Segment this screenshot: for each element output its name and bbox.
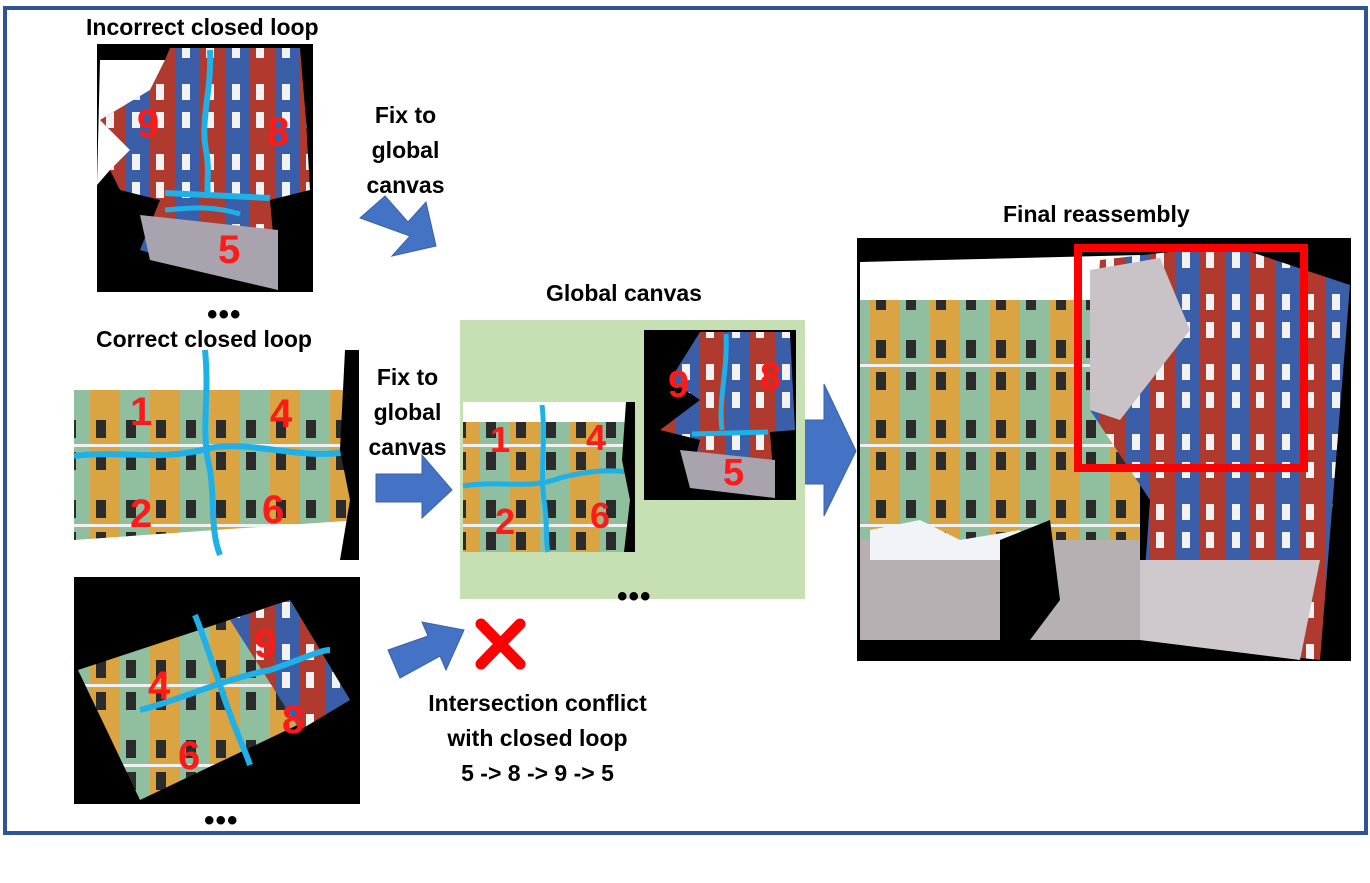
fragment-number: 2 — [130, 492, 153, 536]
ellipsis: ••• — [207, 298, 242, 331]
fragment-number: 8 — [760, 356, 782, 398]
fragment-number: 1 — [130, 390, 153, 434]
ellipsis: ••• — [617, 580, 652, 613]
fragment-number: 5 — [723, 452, 745, 494]
fragment-number: 9 — [668, 364, 690, 406]
global-canvas-title: Global canvas — [546, 280, 702, 306]
fragment-number: 8 — [282, 698, 305, 742]
fragment-number: 4 — [148, 664, 171, 708]
arrow-icon — [359, 195, 437, 257]
fragment-number: 9 — [137, 102, 160, 146]
fragment-number: 6 — [590, 495, 611, 536]
conflict-label: Intersection conflict with closed loop 5… — [428, 690, 647, 786]
ellipsis: ••• — [204, 804, 239, 837]
fragment-number: 2 — [495, 501, 516, 542]
fragment-number: 1 — [490, 419, 511, 460]
fix-label-top: Fix to global canvas — [366, 102, 445, 198]
arrow-icon — [387, 621, 465, 679]
fragment-number: 8 — [267, 110, 290, 154]
fragment-number: 6 — [262, 488, 285, 532]
fragment-number: 4 — [586, 417, 607, 458]
correct-loop-title: Correct closed loop — [96, 326, 312, 352]
fragment-number: 9 — [254, 622, 277, 666]
arrow-icon — [375, 453, 453, 520]
fragment-number: 5 — [218, 228, 241, 272]
fragment-number: 6 — [178, 734, 201, 778]
incorrect-loop-title: Incorrect closed loop — [86, 14, 319, 40]
fix-label-middle: Fix to global canvas — [368, 364, 447, 460]
final-reassembly-title: Final reassembly — [1003, 201, 1190, 227]
fragment-number: 4 — [270, 392, 293, 436]
